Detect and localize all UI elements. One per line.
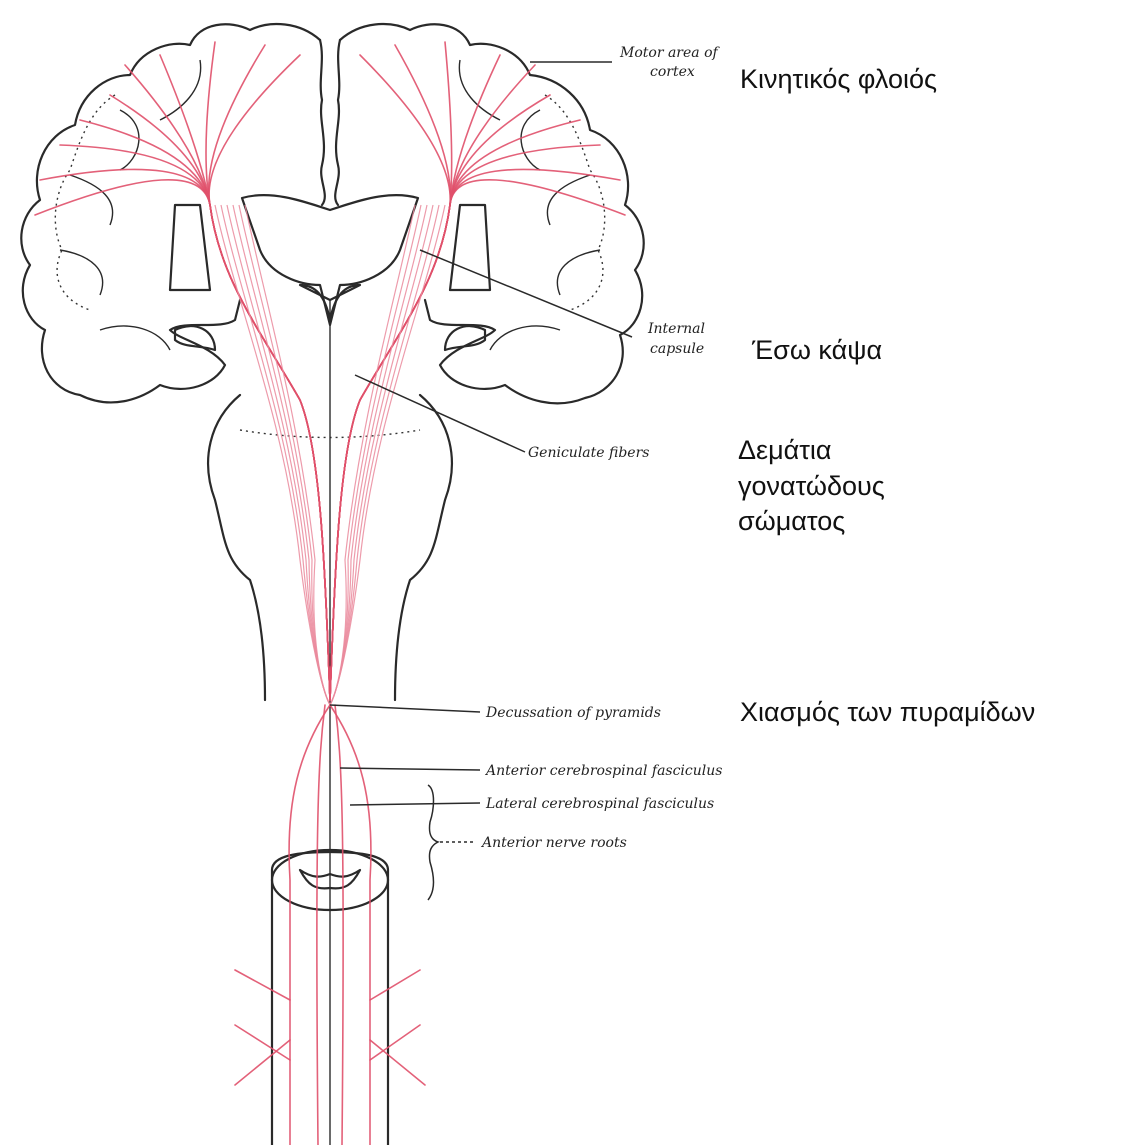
fiber-soft-left-5	[245, 205, 330, 705]
label-internal-capsule-2: capsule	[650, 341, 704, 357]
lateral-tract-right	[330, 705, 371, 1145]
nerve-root-0	[235, 970, 290, 1000]
fiber-right-8	[330, 120, 580, 700]
anterior-tract-right	[335, 705, 343, 1145]
fiber-left-2	[206, 42, 330, 700]
fiber-right-1	[330, 55, 500, 700]
nerve-root-4	[235, 1040, 290, 1085]
greek-label-motor-cortex: Κινητικός φλοιός	[740, 62, 937, 98]
fiber-soft-right-4	[330, 205, 421, 705]
fiber-soft-right-5	[330, 205, 415, 705]
fiber-left-9	[110, 95, 330, 700]
fiber-right-9	[330, 95, 550, 700]
label-anterior-fasciculus: Anterior cerebrospinal fasciculus	[484, 763, 722, 779]
fiber-left-1	[160, 55, 330, 700]
anterior-tract-left	[317, 705, 325, 1145]
nerve-root-2	[370, 970, 420, 1000]
nerve-root-5	[370, 1040, 425, 1085]
label-decussation: Decussation of pyramids	[485, 705, 661, 721]
label-motor-area: Motor area of	[619, 45, 721, 61]
fiber-right-6	[330, 169, 620, 700]
label-lateral-fasciculus: Lateral cerebrospinal fasciculus	[485, 796, 714, 812]
greek-label-geniculate-line1: Δεμάτια	[738, 433, 885, 469]
nerve-root-3	[370, 1025, 420, 1060]
lateral-tract-left	[289, 705, 330, 1145]
greek-label-internal-capsule: Έσω κάψα	[752, 333, 882, 369]
brain-outline	[21, 24, 643, 403]
fiber-soft-left-4	[239, 205, 330, 705]
label-motor-area-2: cortex	[650, 64, 695, 80]
greek-label-geniculate-line3: σώματος	[738, 504, 885, 540]
greek-label-decussation: Χιασμός των πυραμίδων	[740, 695, 1035, 731]
fiber-left-8	[80, 120, 330, 700]
greek-label-geniculate: Δεμάτια γονατώδους σώματος	[738, 433, 885, 540]
brainstem-outline	[208, 300, 452, 1145]
fiber-left-0	[125, 65, 330, 700]
label-anterior-nerve-roots: Anterior nerve roots	[480, 835, 627, 851]
label-geniculate-fibers: Geniculate fibers	[528, 445, 649, 461]
greek-label-geniculate-line2: γονατώδους	[738, 469, 885, 505]
fiber-right-0	[330, 65, 535, 700]
fiber-left-6	[40, 169, 330, 700]
nerve-root-1	[235, 1025, 290, 1060]
label-internal-capsule: Internal	[647, 321, 705, 337]
